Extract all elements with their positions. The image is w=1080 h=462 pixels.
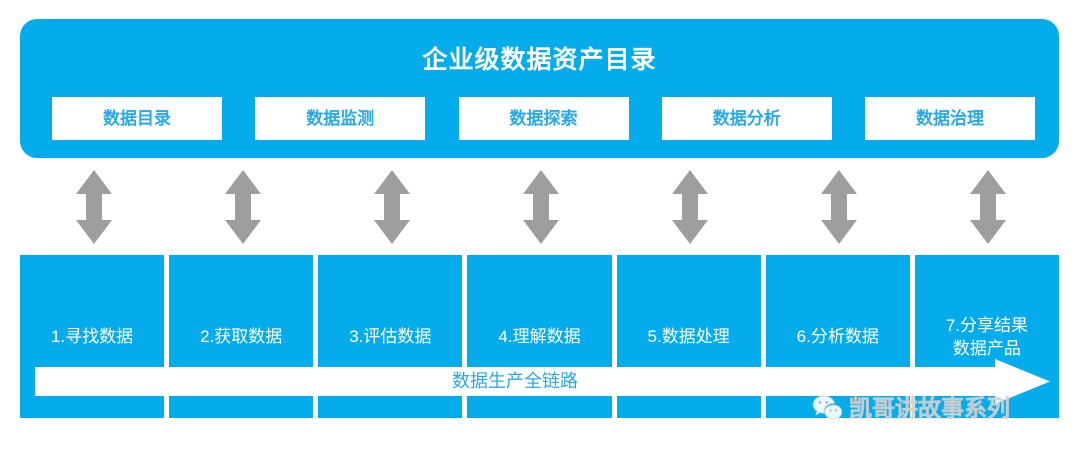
- capability-chip-label: 数据目录: [103, 109, 171, 128]
- pipeline-step-label: 2.获取数据: [200, 327, 283, 346]
- pipeline-step-label: 6.分析数据: [796, 327, 879, 346]
- lifecycle-label: 数据生产全链路: [452, 371, 578, 391]
- double-headed-vertical-arrow-icon: [668, 168, 712, 246]
- platform-banner: 企业级数据资产目录 数据目录 数据监测 数据探索 数据分析 数据治理: [20, 19, 1059, 158]
- page-title: 企业级数据资产目录: [422, 46, 657, 74]
- double-headed-vertical-arrow-icon: [817, 168, 861, 246]
- capability-chip-data-analysis[interactable]: 数据分析: [661, 97, 832, 140]
- capability-chip-data-exploration[interactable]: 数据探索: [458, 97, 629, 140]
- capability-chip-data-governance[interactable]: 数据治理: [865, 97, 1035, 140]
- watermark-text: 凯哥讲故事系列: [849, 395, 1011, 422]
- connector-arrow-band: [20, 168, 1059, 246]
- pipeline-step-row: 1.寻找数据 2.获取数据 3.评估数据 4.理解数据 5.数据处理 6.分析数…: [20, 255, 1059, 418]
- pipeline-step-label: 3.评估数据: [349, 327, 432, 346]
- double-headed-vertical-arrow-icon: [72, 168, 116, 246]
- double-headed-vertical-arrow-icon: [966, 168, 1010, 246]
- pipeline-step-label: 5.数据处理: [647, 327, 730, 346]
- capability-chip-label: 数据分析: [712, 109, 781, 128]
- capability-chip-label: 数据探索: [509, 109, 578, 128]
- pipeline-step-label: 7.分享结果 数据产品: [945, 315, 1028, 358]
- capability-chip-data-monitoring[interactable]: 数据监测: [255, 97, 426, 140]
- pipeline-step-label: 4.理解数据: [498, 327, 581, 346]
- double-headed-vertical-arrow-icon: [221, 168, 265, 246]
- capability-chip-row: 数据目录 数据监测 数据探索 数据分析 数据治理: [52, 97, 1035, 140]
- capability-chip-label: 数据监测: [306, 109, 375, 128]
- watermark: 凯哥讲故事系列: [812, 391, 1010, 425]
- wechat-icon: [812, 395, 842, 421]
- double-headed-vertical-arrow-icon: [370, 168, 414, 246]
- pipeline-step-label: 1.寻找数据: [50, 327, 134, 346]
- double-headed-vertical-arrow-icon: [519, 168, 563, 246]
- capability-chip-label: 数据治理: [916, 109, 984, 128]
- capability-chip-data-catalog[interactable]: 数据目录: [52, 97, 222, 140]
